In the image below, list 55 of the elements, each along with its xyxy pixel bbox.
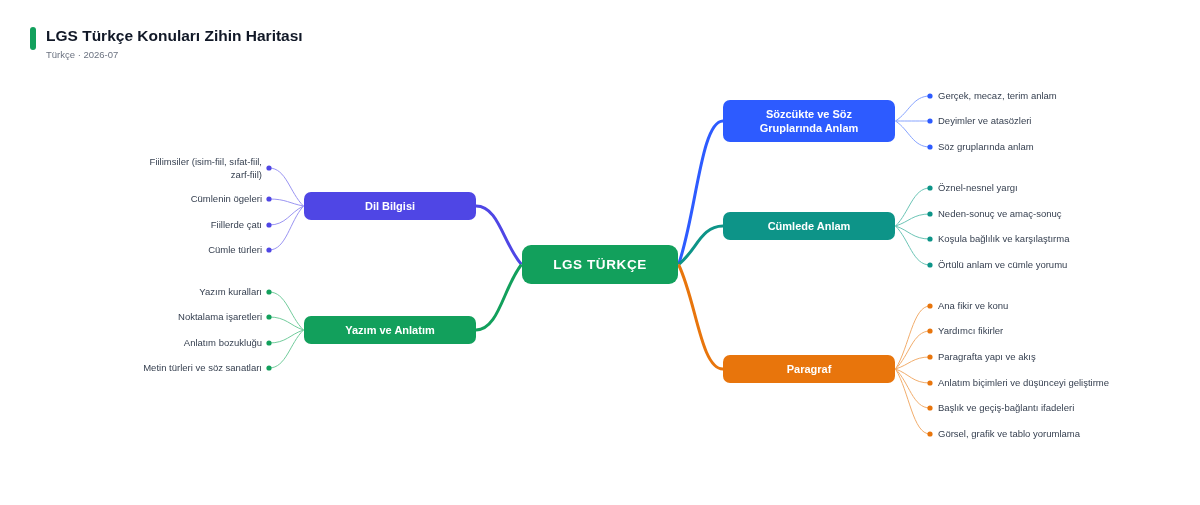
central-topic-box: LGS TÜRKÇE — [522, 245, 678, 284]
subtopic-text: Noktalama işaretleri — [178, 310, 269, 324]
connector-line — [475, 204, 523, 266]
connector-line — [895, 368, 933, 411]
subtopic-text: Metin türleri ve söz sanatları — [143, 361, 269, 375]
subtopic-text: Örtülü anlam ve cümle yorumu — [930, 258, 1068, 272]
branch-topic-box: Yazım ve Anlatım — [304, 316, 476, 344]
connector-line — [895, 354, 933, 370]
subtopic-text: Öznel-nesnel yargı — [930, 181, 1018, 195]
subtopic-text: Cümlenin ögeleri — [190, 192, 269, 206]
connector-line — [266, 165, 304, 207]
subtopic-text: Koşula bağlılık ve karşılaştırma — [930, 232, 1070, 246]
connector-line — [266, 205, 304, 253]
subtopic-text: Anlatım bozukluğu — [183, 336, 269, 350]
connector-line — [895, 93, 933, 122]
connector-line — [895, 225, 933, 242]
branch-topic-box: Cümlede Anlam — [723, 212, 895, 240]
connector-line — [266, 314, 304, 331]
connector-line — [895, 118, 933, 124]
subtopic-text: Paragrafta yapı ve akış — [930, 350, 1036, 364]
subtopic-text: Neden-sonuç ve amaç-sonuç — [930, 207, 1062, 221]
subtopic-text: Yazım kuralları — [199, 285, 269, 299]
connector-line — [895, 303, 933, 370]
diagram-title: LGS Türkçe Konuları Zihin Haritası — [46, 26, 303, 46]
connector-line — [895, 120, 933, 150]
branch-topic-box: Dil Bilgisi — [304, 192, 476, 220]
subtopic-text: Gerçek, mecaz, terim anlam — [930, 89, 1057, 103]
subtopic-text: Anlatım biçimleri ve düşünceyi geliştirme — [930, 376, 1110, 390]
subtopic-text: Söz gruplarında anlam — [930, 140, 1034, 154]
subtopic-text: Görsel, grafik ve tablo yorumlama — [930, 427, 1081, 441]
subtopic-text: Fiillerde çatı — [210, 218, 269, 232]
subtopic-text: Yardımcı fikirler — [930, 324, 1004, 338]
connector-line — [895, 211, 933, 227]
connector-line — [266, 329, 304, 371]
connector-line — [895, 368, 933, 386]
subtopic-text: Başlık ve geçiş-bağlantı ifadeleri — [930, 401, 1075, 415]
subtopic-text: Deyimler ve atasözleri — [930, 114, 1032, 128]
connector-line — [266, 196, 304, 207]
connector-line — [895, 328, 933, 370]
connector-line — [266, 289, 304, 331]
connector-line — [475, 263, 523, 332]
subtitle-text: Türkçe · 2026-07 — [46, 49, 120, 61]
subtopic-text: Ana fikir ve konu — [930, 299, 1009, 313]
connector-line — [266, 329, 304, 346]
connector-line — [895, 225, 933, 268]
subtopic-text: Cümle türleri — [208, 243, 269, 257]
connector-line — [895, 185, 933, 227]
subtopic-text: Fiilimsiler (isim-fiil, sıfat-fiil, zarf-fiil) — [138, 155, 269, 181]
connector-line — [677, 263, 724, 371]
connector-line — [895, 368, 933, 437]
branch-topic-box: Paragraf — [723, 355, 895, 383]
branch-topic-box: Sözcükte ve Söz Gruplarında Anlam — [723, 100, 895, 142]
connector-line — [266, 205, 304, 228]
connector-line — [677, 119, 724, 265]
connector-line — [677, 224, 724, 266]
